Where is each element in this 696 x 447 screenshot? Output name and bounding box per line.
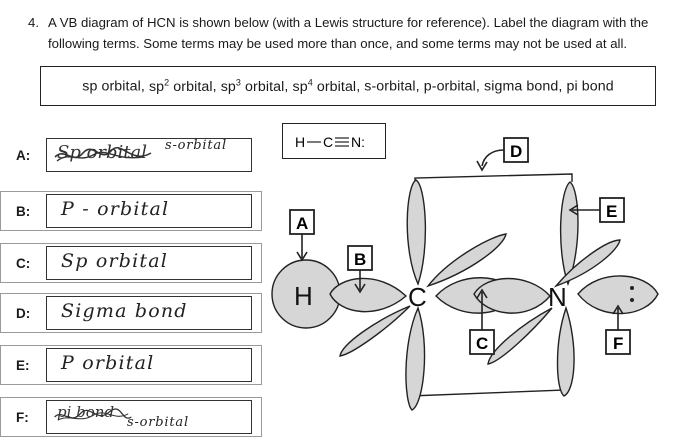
question-text: 4. A VB diagram of HCN is shown below (w…: [28, 12, 678, 54]
label-d: D: [510, 142, 522, 161]
label-c: C: [476, 334, 488, 353]
lone-pair-dot: [630, 286, 634, 290]
answer-row-e: E: P orbital: [0, 345, 262, 385]
answer-letter: A:: [16, 148, 31, 163]
vb-diagram: H C N A B C D E F: [271, 137, 659, 411]
term-item: sp3 orbital: [220, 77, 285, 95]
lewis-atom-n: N:: [351, 134, 365, 150]
term-item: p-orbital: [423, 78, 476, 95]
label-f: F: [613, 334, 623, 353]
question-number: 4.: [28, 15, 39, 30]
label-box-c: [469, 329, 495, 355]
handwritten-answer: P orbital: [61, 352, 155, 374]
pi-bond-bracket-bottom: [409, 380, 567, 397]
term-item: s-orbital: [364, 78, 416, 95]
term-item: sp2 orbital: [148, 77, 213, 95]
arrow-icon: [612, 304, 624, 315]
carbon-sp-lobe-left: [329, 277, 408, 313]
answer-box-d[interactable]: Sigma bond: [46, 296, 252, 330]
handwritten-correction: s-orbital: [127, 415, 189, 430]
answer-outer-border: [0, 191, 262, 231]
terms-box: sp orbital, sp2 orbital, sp3 orbital, sp…: [40, 66, 656, 106]
atom-label-n: N: [548, 282, 567, 312]
question-body: A VB diagram of HCN is shown below (with…: [48, 15, 649, 51]
lone-pair-dot: [630, 298, 634, 302]
carbon-p-orbital-tilt-upper: [426, 233, 507, 288]
atom-label-h: H: [294, 281, 313, 311]
label-box-f: [605, 329, 631, 355]
answer-letter: C:: [16, 256, 31, 271]
answer-box-b[interactable]: P - orbital: [46, 194, 252, 228]
answer-row-d: D: Sigma bond: [0, 293, 262, 333]
answer-outer-border: [0, 293, 262, 333]
answer-box-f[interactable]: pi bond s-orbital: [46, 400, 252, 434]
pi-bond-bracket-top: [414, 173, 573, 186]
handwritten-answer: Sp orbital: [61, 250, 169, 272]
nitrogen-p-orbital-tilt-lower: [487, 307, 553, 365]
answer-row-f: F: pi bond s-orbital: [0, 397, 262, 437]
carbon-p-orbital-tilt-lower: [339, 305, 411, 357]
handwritten-answer: Sigma bond: [61, 300, 188, 322]
label-box-d: [503, 137, 529, 163]
label-b: B: [354, 250, 366, 269]
answer-letter: B:: [16, 204, 31, 219]
answer-outer-border: [0, 345, 262, 385]
arrow-icon: [296, 251, 308, 262]
answer-letter: D:: [16, 306, 31, 321]
arrow-icon: [476, 160, 488, 172]
carbon-p-orbital-top: [406, 179, 427, 286]
label-a: A: [296, 214, 308, 233]
answer-row-a: A: Sp orbital s-orbital: [0, 138, 260, 174]
arrow-icon: [568, 204, 579, 216]
handwritten-answer: P - orbital: [61, 198, 170, 220]
nitrogen-p-orbital-tilt-upper: [553, 239, 621, 288]
term-item: sp4 orbital: [292, 77, 357, 95]
term-item: pi bond: [566, 78, 614, 95]
nitrogen-lone-pair-lobe: [577, 275, 659, 315]
lewis-atom-h: H: [295, 134, 305, 150]
terms-list: sp orbital, sp2 orbital, sp3 orbital, sp…: [82, 77, 614, 95]
answer-box-c[interactable]: Sp orbital: [46, 246, 252, 280]
arrow-icon: [476, 288, 488, 299]
answer-outer-border: [0, 397, 262, 437]
scribble-mark-icon: [54, 408, 132, 421]
term-item: sp orbital: [82, 78, 141, 95]
answer-row-c: C: Sp orbital: [0, 243, 262, 283]
answer-box-e[interactable]: P orbital: [46, 348, 252, 382]
term-item: sigma bond: [484, 78, 559, 95]
answer-box-a[interactable]: Sp orbital s-orbital: [46, 138, 252, 172]
lewis-structure-box: H C N:: [282, 123, 386, 159]
atom-label-c: C: [408, 282, 427, 312]
nitrogen-p-orbital-bottom: [556, 305, 575, 397]
carbon-p-orbital-bottom: [405, 306, 426, 411]
handwritten-correction: s-orbital: [165, 138, 227, 153]
arrow-icon: [354, 283, 366, 294]
lewis-structure: H C N:: [295, 134, 365, 150]
answer-letter: E:: [16, 358, 30, 373]
lewis-atom-c: C: [323, 134, 333, 150]
answer-row-b: B: P - orbital: [0, 191, 262, 231]
crossed-out-answer: pi bond: [57, 403, 115, 421]
answer-letter: F:: [16, 410, 29, 425]
answer-outer-border: [0, 243, 262, 283]
nitrogen-sp-lobe-left: [473, 277, 551, 314]
label-e: E: [606, 202, 617, 221]
scribble-mark-icon: [54, 147, 152, 162]
